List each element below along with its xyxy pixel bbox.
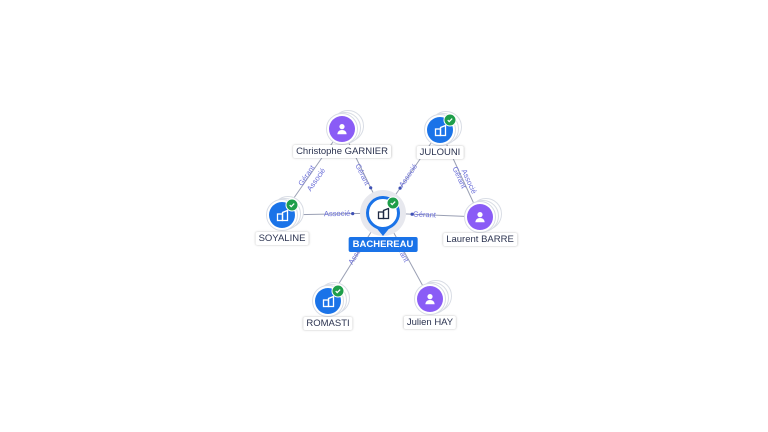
node-garnier[interactable] — [329, 116, 355, 142]
person-icon — [335, 122, 349, 136]
building-icon — [377, 207, 390, 220]
center-pin — [374, 225, 392, 236]
building-icon — [434, 124, 447, 137]
person-icon — [423, 292, 437, 306]
verified-check-icon — [443, 113, 457, 127]
edge-label: Associé — [323, 208, 350, 219]
person-icon — [473, 210, 487, 224]
node-label[interactable]: Laurent BARRE — [443, 233, 517, 246]
node-label[interactable]: Julien HAY — [403, 316, 457, 329]
edge-arrow-dot — [369, 186, 373, 190]
node-barre[interactable] — [467, 204, 493, 230]
node-label[interactable]: Christophe GARNIER — [293, 145, 391, 158]
verified-check-icon — [285, 198, 299, 212]
verified-check-icon — [386, 196, 400, 210]
building-icon — [276, 209, 289, 222]
edge-arrow-dot — [398, 186, 402, 190]
edge-label: Gérant — [412, 209, 436, 220]
verified-check-icon — [331, 284, 345, 298]
building-icon — [322, 295, 335, 308]
node-label[interactable]: JULOUNI — [416, 146, 464, 159]
node-label[interactable]: ROMASTI — [303, 317, 353, 330]
edge-arrow-dot — [351, 212, 355, 216]
node-hay[interactable] — [417, 286, 443, 312]
center-node-label[interactable]: BACHEREAU — [348, 237, 418, 252]
node-label[interactable]: SOYALINE — [255, 232, 309, 245]
edge-arrow-dot — [410, 212, 414, 216]
